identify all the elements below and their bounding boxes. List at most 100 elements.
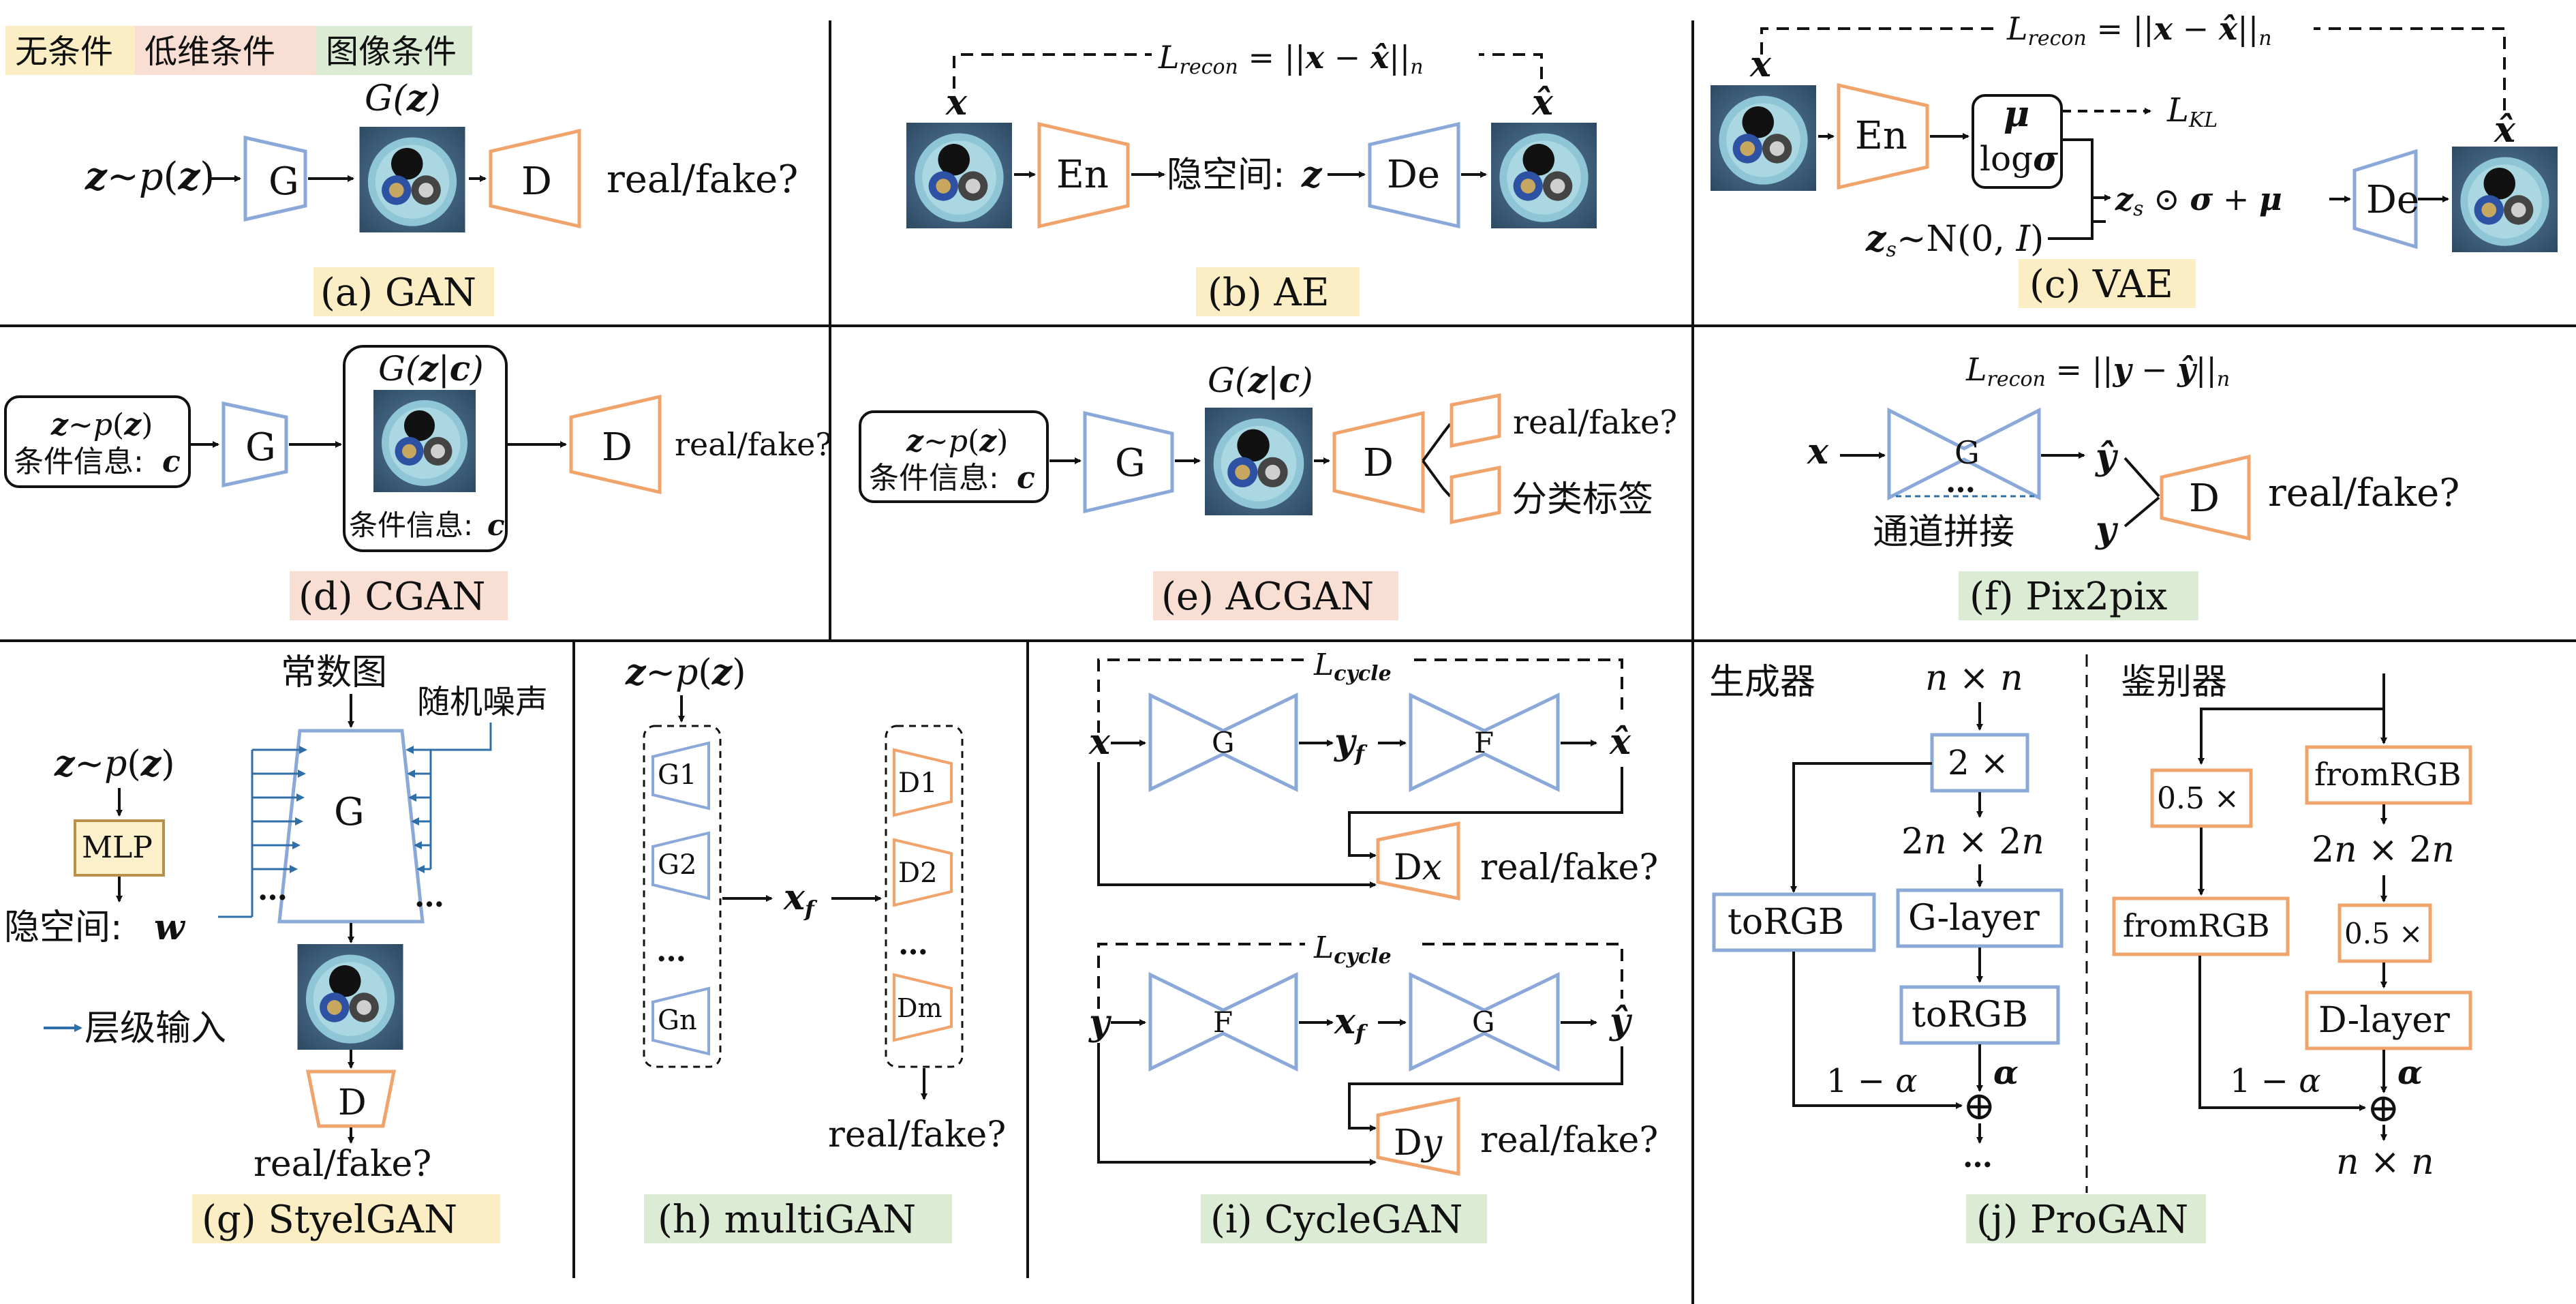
progan-disc-fromrgb-left-label: fromRGB (2123, 907, 2270, 944)
cyclegan-bottom-f-label: F (1213, 1005, 1233, 1039)
stylegan-output: real/fake? (254, 1144, 431, 1185)
cyclegan-bottom-xf: xf (1334, 1001, 1368, 1046)
panel-vae: Lrecon = ||x − x̂||n x En μ logσ LKL zs~… (1711, 8, 2558, 308)
vae-input-x: x (1749, 44, 1772, 85)
ae-input-image (906, 123, 1012, 228)
cgan-input-z: z~p(z) (50, 408, 153, 442)
multigan-caption-bg (644, 1194, 952, 1243)
cgan-image-cond-c: c (487, 509, 505, 542)
multigan-d2-label: D2 (898, 858, 938, 889)
acgan-generator (1083, 410, 1174, 514)
gan-discriminator-label: D (521, 160, 552, 204)
progan-gen-torgb-right (1899, 985, 2060, 1045)
vae-noise: zs~N(0, I) (1865, 218, 2044, 262)
gan-discriminator (489, 128, 581, 229)
pix2pix-generator (1887, 407, 2041, 501)
cyclegan-dy (1376, 1096, 1460, 1177)
gan-caption-bg (313, 267, 494, 316)
multigan-xf: xf (783, 877, 818, 922)
pix2pix-dots: … (1946, 465, 1976, 500)
pix2pix-discriminator-label: D (2189, 476, 2220, 521)
progan-disc-dlayer-label: D-layer (2318, 1000, 2450, 1041)
ae-decoder-label: De (1387, 153, 1440, 197)
cyclegan-top-f-label: F (1474, 726, 1494, 759)
stylegan-latent-label: 隐空间: (4, 907, 123, 948)
progan-gen-alpha: α (1993, 1054, 2019, 1092)
panel-cgan: z~p(z) 条件信息: c G G(z|c) 条件信息: c D real/f… (4, 345, 832, 620)
cyclegan-top-f (1409, 693, 1560, 792)
cyclegan-top-xhat: x̂ (1609, 721, 1631, 763)
legend-image: 图像条件 (326, 33, 457, 71)
ae-encoder-label: En (1056, 153, 1109, 197)
stylegan-discriminator-label: D (338, 1082, 367, 1123)
ae-output-xhat: x̂ (1531, 82, 1554, 123)
ae-input-x: x (945, 82, 968, 123)
cgan-image-cond: 条件信息: (349, 509, 473, 542)
legend-uncond-swatch (5, 26, 135, 75)
panel-pix2pix: Lrecon = ||y − ŷ||n x G … 通道拼接 ŷ y D rea… (1807, 351, 2459, 620)
legend-lowdim-swatch (135, 26, 316, 75)
ae-output-image (1491, 123, 1597, 228)
cyclegan-top-x: x (1088, 721, 1111, 763)
stylegan-input-z: z~p(z) (54, 743, 175, 785)
progan-gen-oplus: ⊕ (1963, 1082, 1996, 1129)
cyclegan-bottom-yhat: ŷ (1609, 1001, 1633, 1042)
vae-encoder (1837, 82, 1929, 190)
progan-disc-times05-right (2337, 903, 2432, 963)
multigan-disc-group (885, 725, 964, 1068)
legend-image-swatch (316, 26, 472, 75)
cyclegan-dy-label: Dy (1394, 1123, 1443, 1164)
vae-output-xhat: x̂ (2494, 109, 2516, 151)
stylegan-generator-shape (277, 729, 425, 924)
multigan-dm (893, 973, 953, 1042)
stylegan-random-noise: 随机噪声 (417, 683, 548, 721)
stylegan-latent-w: w (154, 907, 186, 948)
acgan-caption: (e) ACGAN (1161, 575, 1374, 619)
cyclegan-caption-bg (1201, 1194, 1487, 1243)
cyclegan-dy-output: real/fake? (1480, 1120, 1658, 1161)
multigan-disc-dots: … (898, 927, 928, 962)
multigan-input-z: z~p(z) (625, 652, 746, 693)
cyclegan-top-g (1148, 693, 1298, 792)
progan-gen-dots: … (1963, 1140, 1993, 1174)
cyclegan-dx-label: Dx (1394, 847, 1442, 888)
cyclegan-bottom-g (1409, 972, 1560, 1072)
panel-multigan: z~p(z) G1 G2 … Gn xf D1 D2 … Dm real/fak… (625, 652, 1006, 1243)
panel-progan: 生成器 n × n 2 × 2n × 2n toRGB G-layer toRG… (1709, 658, 2472, 1243)
multigan-d1-label: D1 (898, 768, 938, 799)
vae-mu-sigma-box (1972, 94, 2063, 189)
stylegan-generated-image (297, 944, 403, 1050)
panel-acgan: z~p(z) 条件信息: c G G(z|c) D real/fake? 分类标… (859, 360, 1677, 620)
cyclegan-bottom-g-label: G (1472, 1005, 1495, 1039)
pix2pix-yhat: ŷ (2095, 436, 2119, 478)
cgan-caption-bg (290, 571, 508, 620)
pix2pix-input-x: x (1807, 431, 1829, 472)
progan-disc-2n: 2n × 2n (2312, 830, 2455, 870)
multigan-g2 (651, 831, 710, 900)
ae-caption: (b) AE (1208, 271, 1330, 315)
multigan-output: real/fake? (828, 1115, 1006, 1155)
pix2pix-discriminator (2160, 454, 2251, 541)
ae-decoder (1368, 121, 1460, 229)
progan-caption: (j) ProGAN (1976, 1198, 2188, 1242)
pix2pix-channel-concat: 通道拼接 (1873, 512, 2014, 553)
ae-caption-bg (1196, 267, 1360, 316)
cyclegan-dx (1376, 821, 1460, 901)
progan-gen-glayer-label: G-layer (1908, 898, 2040, 939)
cgan-generator-label: G (245, 425, 276, 470)
stylegan-discriminator (305, 1070, 397, 1128)
legend: 无条件 低维条件 图像条件 (5, 26, 472, 75)
cyclegan-dx-output: real/fake? (1480, 847, 1658, 888)
stylegan-caption: (g) StyelGAN (202, 1198, 457, 1242)
gan-generator (243, 135, 307, 222)
stylegan-dots-left: … (258, 873, 288, 907)
acgan-discriminator (1332, 410, 1425, 514)
gan-output: real/fake? (607, 157, 798, 202)
panel-stylegan: 常数图 随机噪声 G … … z~p(z) (4, 652, 548, 1243)
cyclegan-bottom-y: y (1088, 1002, 1112, 1044)
progan-caption-bg (1966, 1194, 2206, 1243)
multigan-g2-label: G2 (658, 849, 696, 881)
progan-gen-torgb-right-label: toRGB (1912, 995, 2028, 1035)
progan-generator-title: 生成器 (1709, 662, 1815, 703)
